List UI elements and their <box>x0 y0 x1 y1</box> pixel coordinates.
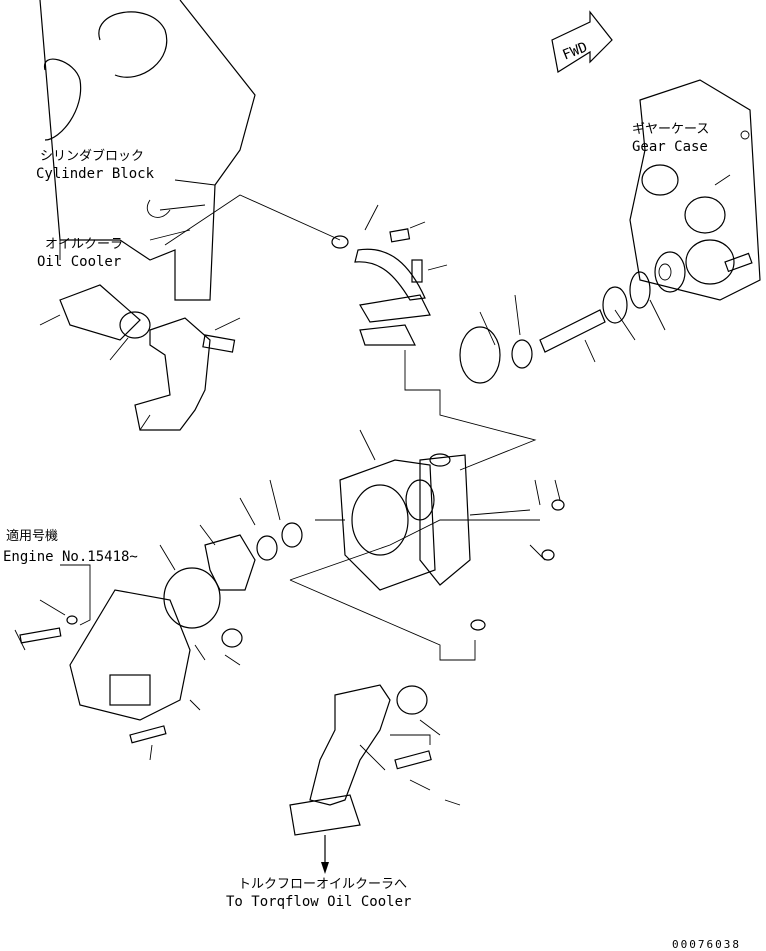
applicable-label-jp: 適用号機 <box>6 528 58 544</box>
oil-cooler-label: オイルクーラ Oil Cooler <box>37 237 123 270</box>
torqflow-label-jp: トルクフローオイルクーラへ <box>238 877 407 892</box>
gear-case-label: ギヤーケース Gear Case <box>632 122 709 155</box>
pump-housing <box>339 429 565 631</box>
gear-case-label-en: Gear Case <box>632 139 708 155</box>
oil-cooler-label-jp: オイルクーラ <box>45 237 123 252</box>
gear-case <box>629 79 761 301</box>
engine-number-label: Engine No.15418~ <box>3 549 138 565</box>
oil-cooler-label-en: Oil Cooler <box>37 254 121 270</box>
cylinder-block-label-en: Cylinder Block <box>36 166 155 182</box>
arrow-down-icon <box>321 862 329 874</box>
cylinder-block-label-jp: シリンダブロック <box>40 148 144 164</box>
upper-pipe <box>331 204 448 346</box>
applicable-engine-label: 適用号機 Engine No.15418~ <box>3 528 138 565</box>
cylinder-block <box>39 0 256 301</box>
lower-pipe <box>289 684 461 874</box>
front-cover <box>14 589 201 761</box>
torqflow-label-en: To Torqflow Oil Cooler <box>226 894 411 910</box>
torqflow-label: トルクフローオイルクーラへ To Torqflow Oil Cooler <box>226 877 411 910</box>
fwd-arrow: FWD <box>551 10 613 73</box>
leader-lines <box>60 194 540 745</box>
impeller-assembly <box>159 479 303 666</box>
cylinder-block-label: シリンダブロック Cylinder Block <box>36 148 155 182</box>
drawing-code: 00076038 <box>672 938 741 951</box>
gear-case-label-jp: ギヤーケース <box>632 122 709 137</box>
drive-shaft-assembly <box>459 174 753 384</box>
fwd-label: FWD <box>560 39 589 63</box>
oil-cooler-parts <box>39 284 241 431</box>
